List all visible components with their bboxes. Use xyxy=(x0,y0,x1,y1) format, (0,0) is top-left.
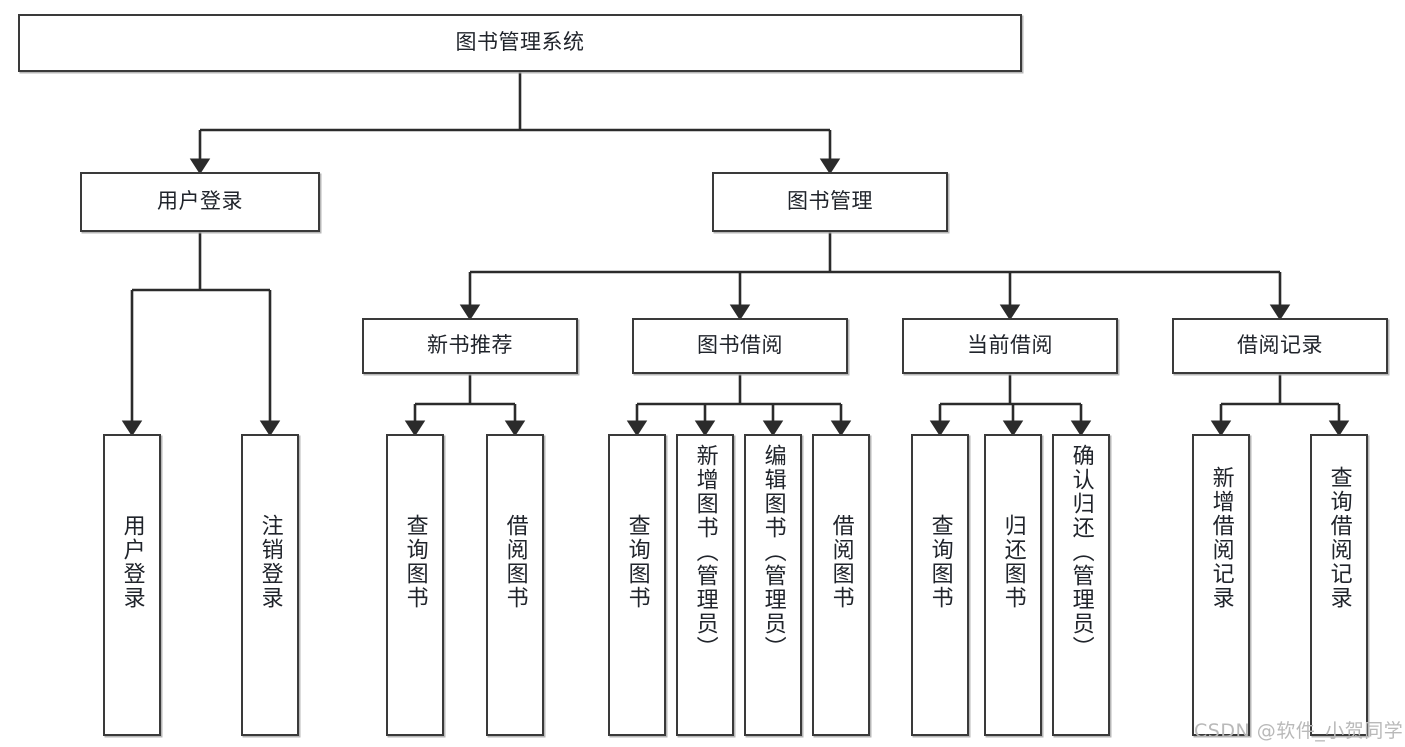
node-user-login-label: 用户登录 xyxy=(157,189,243,214)
node-leaf-borrow-book-1-label: 借阅图书 xyxy=(502,514,528,610)
node-borrow-record-label: 借阅记录 xyxy=(1237,333,1323,358)
node-leaf-add-book-label: 新增图书（管理员） xyxy=(692,444,718,660)
node-leaf-borrow-book-2-label: 借阅图书 xyxy=(828,514,854,610)
node-book-borrow-label: 图书借阅 xyxy=(697,333,783,358)
node-current-borrow[interactable]: 当前借阅 xyxy=(902,318,1118,374)
node-leaf-query-book-3[interactable]: 查询图书 xyxy=(911,434,969,736)
node-root[interactable]: 图书管理系统 xyxy=(18,14,1022,72)
node-new-book-rec-label: 新书推荐 xyxy=(427,333,513,358)
node-leaf-edit-book[interactable]: 编辑图书（管理员） xyxy=(744,434,802,736)
node-leaf-confirm-return[interactable]: 确认归还（管理员） xyxy=(1052,434,1110,736)
node-leaf-user-logout-label: 注销登录 xyxy=(257,514,283,610)
node-leaf-edit-book-label: 编辑图书（管理员） xyxy=(760,444,786,660)
node-leaf-query-book-1-label: 查询图书 xyxy=(402,514,428,610)
node-leaf-return-book[interactable]: 归还图书 xyxy=(984,434,1042,736)
node-book-manage-label: 图书管理 xyxy=(787,189,873,214)
node-user-login[interactable]: 用户登录 xyxy=(80,172,320,232)
node-leaf-user-login-label: 用户登录 xyxy=(119,514,145,610)
node-leaf-query-book-2-label: 查询图书 xyxy=(624,514,650,610)
node-borrow-record[interactable]: 借阅记录 xyxy=(1172,318,1388,374)
node-leaf-query-book-2[interactable]: 查询图书 xyxy=(608,434,666,736)
node-leaf-query-record-label: 查询借阅记录 xyxy=(1326,466,1352,610)
node-leaf-confirm-return-label: 确认归还（管理员） xyxy=(1068,444,1094,660)
node-leaf-query-book-3-label: 查询图书 xyxy=(927,514,953,610)
node-book-borrow[interactable]: 图书借阅 xyxy=(632,318,848,374)
node-leaf-borrow-book-2[interactable]: 借阅图书 xyxy=(812,434,870,736)
node-current-borrow-label: 当前借阅 xyxy=(967,333,1053,358)
node-new-book-rec[interactable]: 新书推荐 xyxy=(362,318,578,374)
node-leaf-query-record[interactable]: 查询借阅记录 xyxy=(1310,434,1368,736)
node-leaf-query-book-1[interactable]: 查询图书 xyxy=(386,434,444,736)
node-root-label: 图书管理系统 xyxy=(455,30,585,55)
node-book-manage[interactable]: 图书管理 xyxy=(712,172,948,232)
node-leaf-add-record[interactable]: 新增借阅记录 xyxy=(1192,434,1250,736)
node-leaf-user-login[interactable]: 用户登录 xyxy=(103,434,161,736)
node-leaf-add-record-label: 新增借阅记录 xyxy=(1208,466,1234,610)
csdn-watermark: CSDN @软件_小贺同学 xyxy=(1194,720,1404,742)
node-leaf-borrow-book-1[interactable]: 借阅图书 xyxy=(486,434,544,736)
node-leaf-add-book[interactable]: 新增图书（管理员） xyxy=(676,434,734,736)
node-leaf-user-logout[interactable]: 注销登录 xyxy=(241,434,299,736)
node-leaf-return-book-label: 归还图书 xyxy=(1000,514,1026,610)
